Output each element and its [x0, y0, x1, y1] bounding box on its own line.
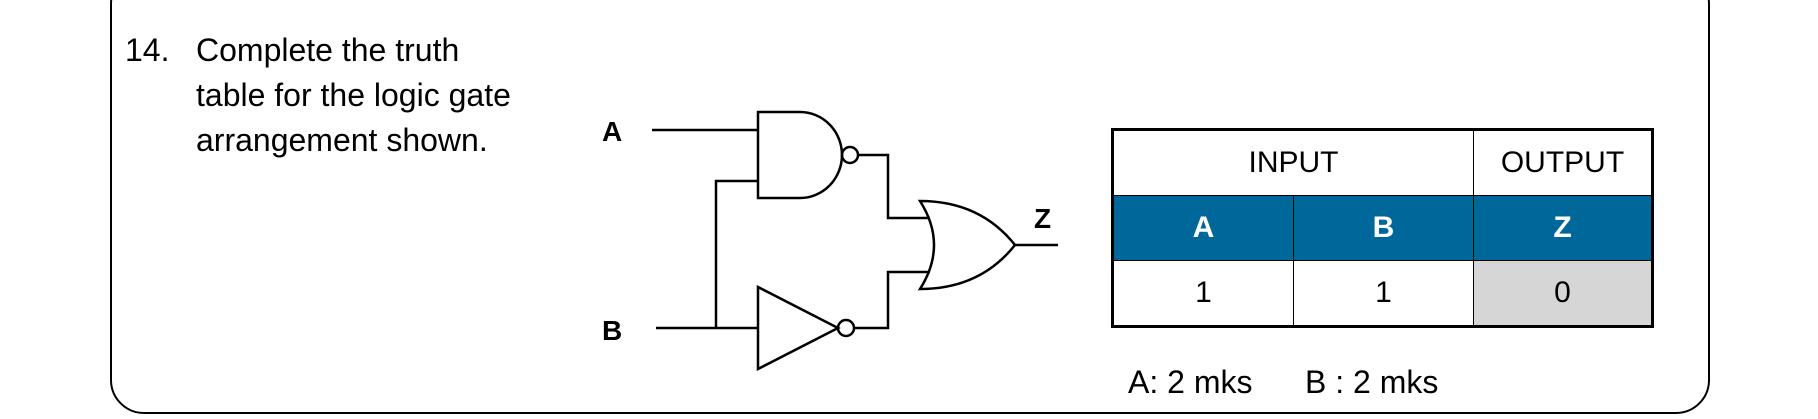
cell-z: 0 — [1473, 260, 1653, 327]
question-number: 14. — [125, 32, 170, 68]
column-header-a: A — [1112, 195, 1294, 261]
logic-circuit-diagram: A B Z — [602, 110, 1058, 372]
cell-a: 1 — [1112, 260, 1294, 327]
nand-bubble — [840, 145, 860, 165]
column-header-z: Z — [1473, 195, 1653, 261]
table-row: 1 1 0 — [1112, 260, 1653, 327]
wire-not-to-or — [854, 270, 930, 330]
question-text: Complete the truth table for the logic g… — [196, 32, 511, 158]
label-input-b: B — [602, 315, 622, 346]
truth-table: INPUT OUTPUT A B Z 1 1 0 — [1111, 128, 1654, 328]
question-frame — [110, 0, 1710, 414]
input-group-header: INPUT — [1112, 129, 1474, 196]
nand-gate — [756, 110, 844, 200]
output-group-header: OUTPUT — [1473, 129, 1653, 196]
column-header-b: B — [1293, 195, 1474, 261]
label-input-a: A — [602, 116, 622, 147]
or-gate — [917, 199, 1017, 291]
wire-b-branch — [714, 179, 758, 328]
not-gate — [756, 284, 841, 372]
cell-b: 1 — [1293, 260, 1474, 327]
marks-a: A: 2 mks — [1128, 364, 1253, 400]
label-output-z: Z — [1034, 203, 1051, 234]
wire-nand-to-or — [858, 153, 930, 220]
marks-b: B : 2 mks — [1305, 364, 1439, 400]
